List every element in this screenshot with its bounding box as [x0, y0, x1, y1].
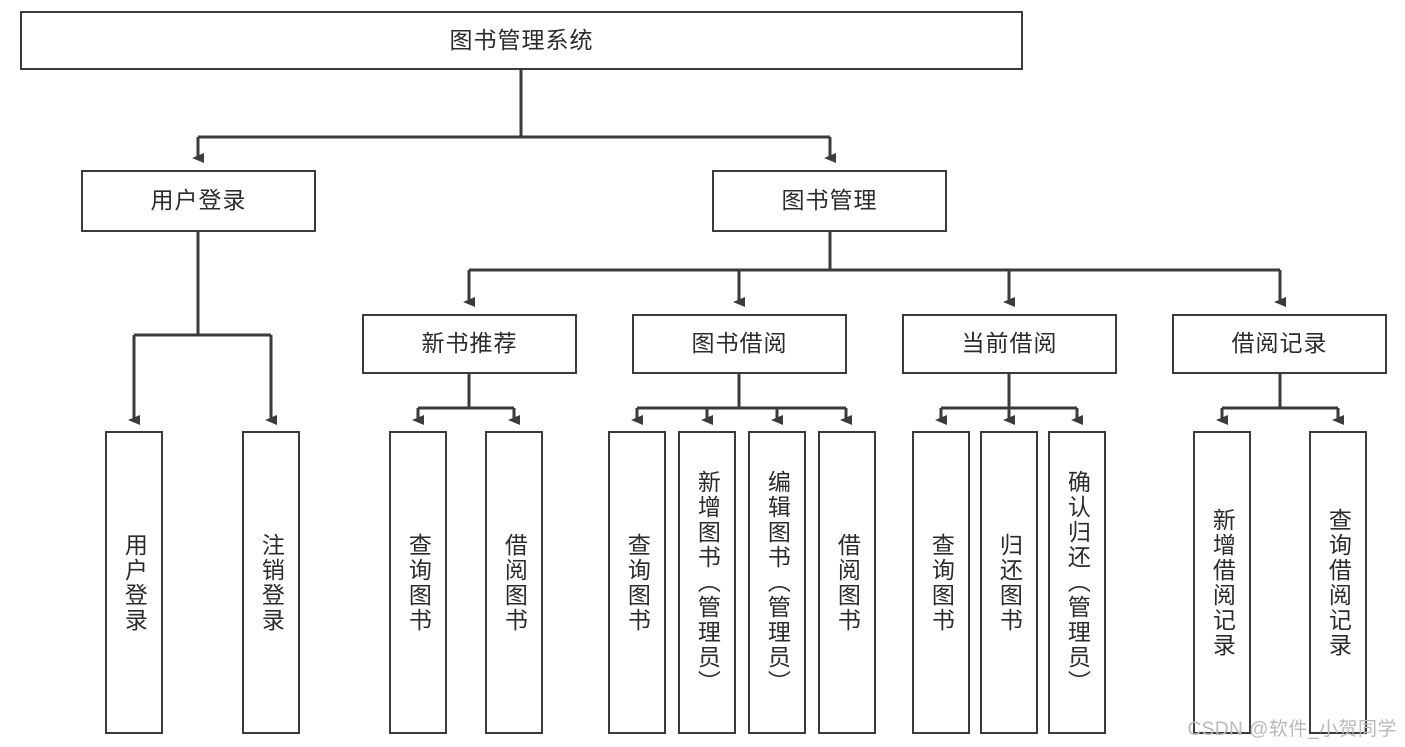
leaf-current-borrow-return[interactable]: 归还图书	[980, 431, 1038, 734]
leaf-current-borrow-confirm[interactable]: 确认归还（管理员）	[1048, 431, 1106, 734]
leaf-book-borrow-query[interactable]: 查询图书	[608, 431, 666, 734]
node-label: 归还图书	[996, 532, 1023, 633]
node-label: 新增借阅记录	[1209, 507, 1236, 658]
node-user-login[interactable]: 用户登录	[81, 170, 316, 232]
node-label: 新增图书（管理员）	[694, 470, 721, 695]
leaf-new-book-borrow[interactable]: 借阅图书	[485, 431, 543, 734]
node-label: 确认归还（管理员）	[1064, 470, 1091, 695]
leaf-book-borrow-borrow[interactable]: 借阅图书	[818, 431, 876, 734]
leaf-user-login-login[interactable]: 用户登录	[105, 431, 163, 734]
node-label: 借阅图书	[834, 532, 861, 633]
node-label: 查询图书	[624, 532, 651, 633]
leaf-user-login-logout[interactable]: 注销登录	[242, 431, 300, 734]
node-borrow-record[interactable]: 借阅记录	[1172, 314, 1387, 374]
node-label: 借阅记录	[1231, 330, 1328, 357]
watermark-text: CSDN @软件_小贺同学	[1187, 719, 1397, 740]
node-current-borrow[interactable]: 当前借阅	[902, 314, 1117, 374]
leaf-book-borrow-add[interactable]: 新增图书（管理员）	[678, 431, 736, 734]
node-label: 用户登录	[121, 532, 148, 633]
leaf-borrow-record-add[interactable]: 新增借阅记录	[1193, 431, 1251, 734]
leaf-borrow-record-query[interactable]: 查询借阅记录	[1309, 431, 1367, 734]
node-label: 用户登录	[150, 187, 247, 214]
leaf-book-borrow-edit[interactable]: 编辑图书（管理员）	[748, 431, 806, 734]
node-label: 查询图书	[405, 532, 432, 633]
node-label: 新书推荐	[421, 330, 518, 357]
node-new-book-recommend[interactable]: 新书推荐	[362, 314, 577, 374]
node-label: 查询借阅记录	[1325, 507, 1352, 658]
leaf-new-book-query[interactable]: 查询图书	[389, 431, 447, 734]
node-label: 图书管理系统	[449, 26, 594, 53]
node-label: 查询图书	[928, 532, 955, 633]
leaf-current-borrow-query[interactable]: 查询图书	[912, 431, 970, 734]
node-label: 图书管理	[781, 187, 878, 214]
node-book-management[interactable]: 图书管理	[712, 170, 947, 232]
node-label: 图书借阅	[691, 330, 788, 357]
node-book-borrow[interactable]: 图书借阅	[632, 314, 847, 374]
node-label: 借阅图书	[501, 532, 528, 633]
node-root-system[interactable]: 图书管理系统	[20, 11, 1023, 70]
node-label: 当前借阅	[961, 330, 1058, 357]
node-label: 编辑图书（管理员）	[764, 470, 791, 695]
node-label: 注销登录	[258, 532, 285, 633]
